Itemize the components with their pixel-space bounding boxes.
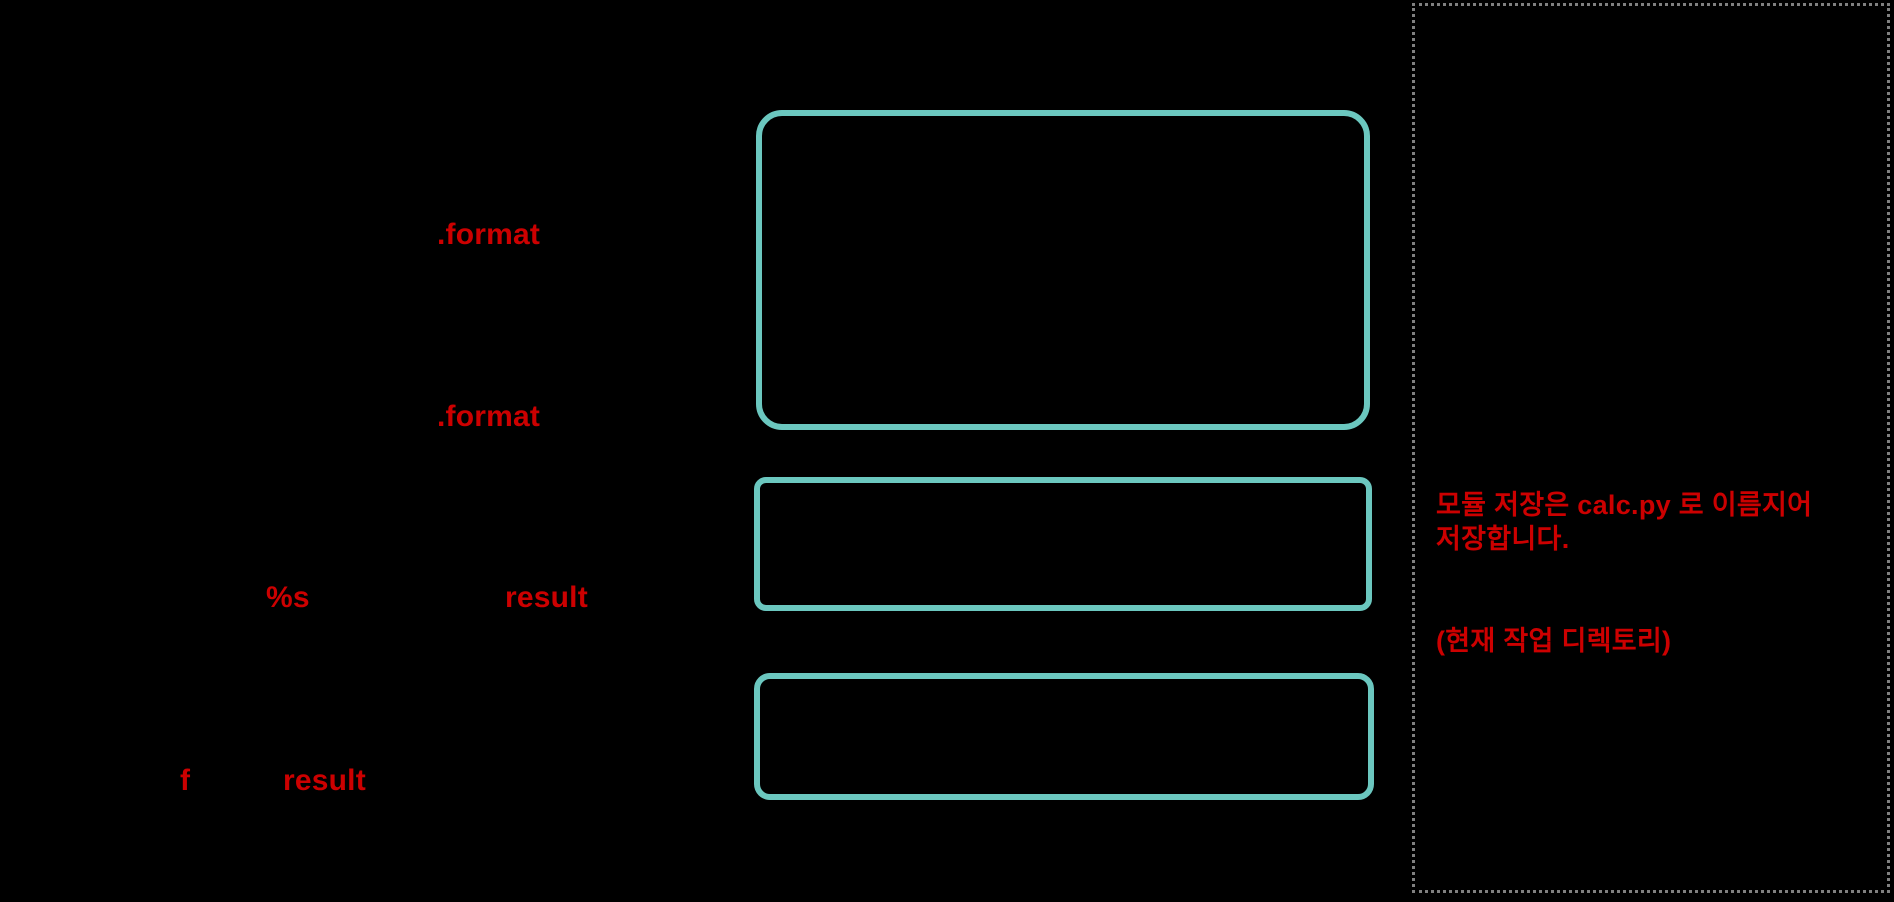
annotation-label-f-string: f [180,764,191,797]
highlight-box-1[interactable] [756,110,1370,430]
annotation-label-result-middle: result [505,581,588,614]
note-panel-text: 모듈 저장은 calc.py 로 이름지어 저장합니다. (현재 작업 디렉토리… [1436,420,1876,726]
note-line-1: 모듈 저장은 calc.py 로 이름지어 저장합니다. [1436,490,1821,555]
note-panel [1412,3,1890,893]
annotation-label-format-top: .format [437,218,541,251]
annotation-label-result-bottom: result [283,764,366,797]
highlight-box-3[interactable] [754,673,1374,800]
annotation-label-percent-s: %s [266,581,310,614]
highlight-box-2[interactable] [754,477,1372,611]
note-line-2: (현재 작업 디렉토리) [1436,626,1672,657]
annotation-label-format-middle: .format [437,400,541,433]
